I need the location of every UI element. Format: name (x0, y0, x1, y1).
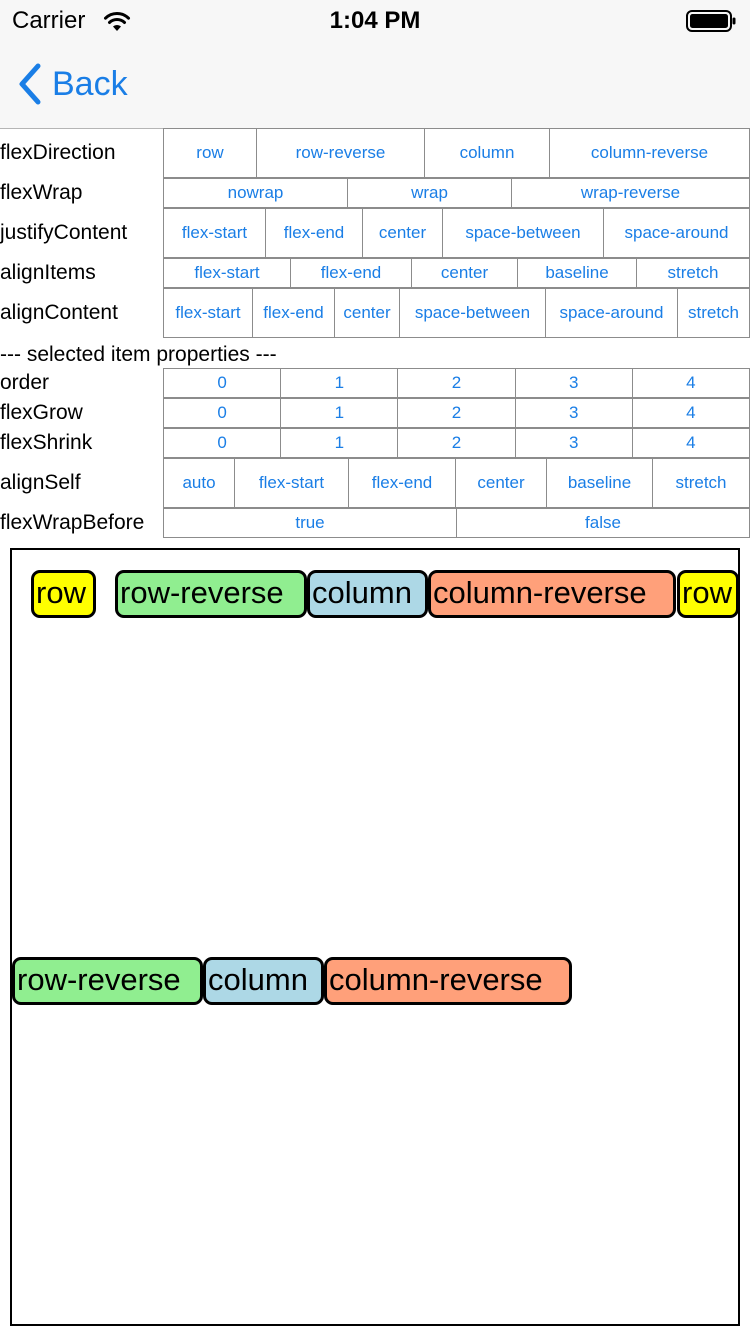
flex-grow-row: flexGrow 0 1 2 3 4 (0, 398, 750, 428)
align-content-control: flex-start flex-end center space-between… (163, 288, 750, 338)
segment-stretch[interactable]: stretch (636, 258, 750, 288)
segment-false[interactable]: false (456, 508, 750, 538)
order-control: 0 1 2 3 4 (163, 368, 750, 398)
align-items-control: flex-start flex-end center baseline stre… (163, 258, 750, 288)
segment-baseline[interactable]: baseline (517, 258, 636, 288)
flex-shrink-control: 0 1 2 3 4 (163, 428, 750, 458)
carrier-label: Carrier (12, 7, 86, 34)
segment-stretch[interactable]: stretch (677, 288, 750, 338)
segment-0[interactable]: 0 (163, 428, 281, 458)
segment-3[interactable]: 3 (514, 368, 632, 398)
segment-4[interactable]: 4 (631, 398, 750, 428)
chevron-left-icon (19, 63, 41, 105)
navigation-bar: Carrier 1:04 PM Back (0, 0, 750, 129)
segment-baseline[interactable]: baseline (546, 458, 652, 508)
segment-0[interactable]: 0 (163, 398, 281, 428)
flex-item[interactable]: column (307, 570, 428, 618)
flex-direction-row: flexDirection row row-reverse column col… (0, 128, 750, 178)
align-content-row: alignContent flex-start flex-end center … (0, 288, 750, 338)
segment-wrap-reverse[interactable]: wrap-reverse (511, 178, 750, 208)
wifi-icon (104, 12, 130, 31)
segment-stretch[interactable]: stretch (652, 458, 750, 508)
segment-center[interactable]: center (411, 258, 517, 288)
segment-space-between[interactable]: space-between (399, 288, 545, 338)
flex-wrap-row: flexWrap nowrap wrap wrap-reverse (0, 178, 750, 208)
segment-row-reverse[interactable]: row-reverse (256, 128, 424, 178)
segment-column[interactable]: column (424, 128, 549, 178)
flex-item[interactable]: row (677, 570, 739, 618)
segment-flex-end[interactable]: flex-end (348, 458, 455, 508)
justify-content-label: justifyContent (0, 221, 128, 244)
flex-item[interactable]: row-reverse (12, 957, 203, 1005)
segment-flex-end[interactable]: flex-end (290, 258, 411, 288)
flex-item[interactable]: row (31, 570, 96, 618)
segment-4[interactable]: 4 (631, 428, 750, 458)
justify-content-control: flex-start flex-end center space-between… (163, 208, 750, 258)
segment-flex-start[interactable]: flex-start (163, 288, 252, 338)
back-label: Back (52, 64, 128, 103)
flex-direction-label: flexDirection (0, 141, 116, 164)
segment-space-around[interactable]: space-around (603, 208, 750, 258)
flex-item[interactable]: column-reverse (428, 570, 676, 618)
segment-column-reverse[interactable]: column-reverse (549, 128, 750, 178)
segment-auto[interactable]: auto (163, 458, 234, 508)
segment-3[interactable]: 3 (514, 398, 632, 428)
justify-content-row: justifyContent flex-start flex-end cente… (0, 208, 750, 258)
segment-2[interactable]: 2 (397, 368, 515, 398)
segment-space-between[interactable]: space-between (442, 208, 603, 258)
segment-flex-end[interactable]: flex-end (252, 288, 334, 338)
segment-1[interactable]: 1 (280, 398, 398, 428)
battery-icon (686, 10, 736, 32)
align-self-label: alignSelf (0, 471, 81, 494)
segment-3[interactable]: 3 (514, 428, 632, 458)
segment-flex-start[interactable]: flex-start (163, 258, 290, 288)
align-items-row: alignItems flex-start flex-end center ba… (0, 258, 750, 288)
segment-true[interactable]: true (163, 508, 456, 538)
flex-direction-control: row row-reverse column column-reverse (163, 128, 750, 178)
segment-space-around[interactable]: space-around (545, 288, 677, 338)
segment-flex-end[interactable]: flex-end (265, 208, 362, 258)
segment-center[interactable]: center (455, 458, 546, 508)
segment-center[interactable]: center (334, 288, 399, 338)
segment-row[interactable]: row (163, 128, 256, 178)
segment-1[interactable]: 1 (280, 428, 398, 458)
align-self-control: auto flex-start flex-end center baseline… (163, 458, 750, 508)
segment-0[interactable]: 0 (163, 368, 281, 398)
order-row: order 0 1 2 3 4 (0, 368, 750, 398)
segment-nowrap[interactable]: nowrap (163, 178, 347, 208)
flex-wrap-label: flexWrap (0, 181, 83, 204)
segment-1[interactable]: 1 (280, 368, 398, 398)
flex-grow-label: flexGrow (0, 401, 83, 424)
segment-2[interactable]: 2 (397, 428, 515, 458)
flex-wrap-before-control: true false (163, 508, 750, 538)
flex-playground: row row-reverse column column-reverse ro… (10, 548, 740, 1326)
flex-item[interactable]: column (203, 957, 324, 1005)
segment-wrap[interactable]: wrap (347, 178, 511, 208)
flex-shrink-row: flexShrink 0 1 2 3 4 (0, 428, 750, 458)
back-button[interactable]: Back (16, 60, 128, 108)
flex-item[interactable]: column-reverse (324, 957, 572, 1005)
segment-2[interactable]: 2 (397, 398, 515, 428)
align-self-row: alignSelf auto flex-start flex-end cente… (0, 458, 750, 508)
flex-wrap-before-label: flexWrapBefore (0, 511, 145, 534)
flex-item[interactable]: row-reverse (115, 570, 307, 618)
flex-shrink-label: flexShrink (0, 431, 93, 454)
align-items-label: alignItems (0, 261, 96, 284)
flex-grow-control: 0 1 2 3 4 (163, 398, 750, 428)
order-label: order (0, 371, 50, 394)
segment-center[interactable]: center (362, 208, 442, 258)
segment-flex-start[interactable]: flex-start (163, 208, 265, 258)
align-content-label: alignContent (0, 301, 118, 324)
segment-4[interactable]: 4 (631, 368, 750, 398)
flex-wrap-control: nowrap wrap wrap-reverse (163, 178, 750, 208)
segment-flex-start[interactable]: flex-start (234, 458, 348, 508)
flex-wrap-before-row: flexWrapBefore true false (0, 508, 750, 538)
clock: 1:04 PM (329, 7, 421, 34)
item-properties-heading: --- selected item properties --- (0, 343, 277, 366)
